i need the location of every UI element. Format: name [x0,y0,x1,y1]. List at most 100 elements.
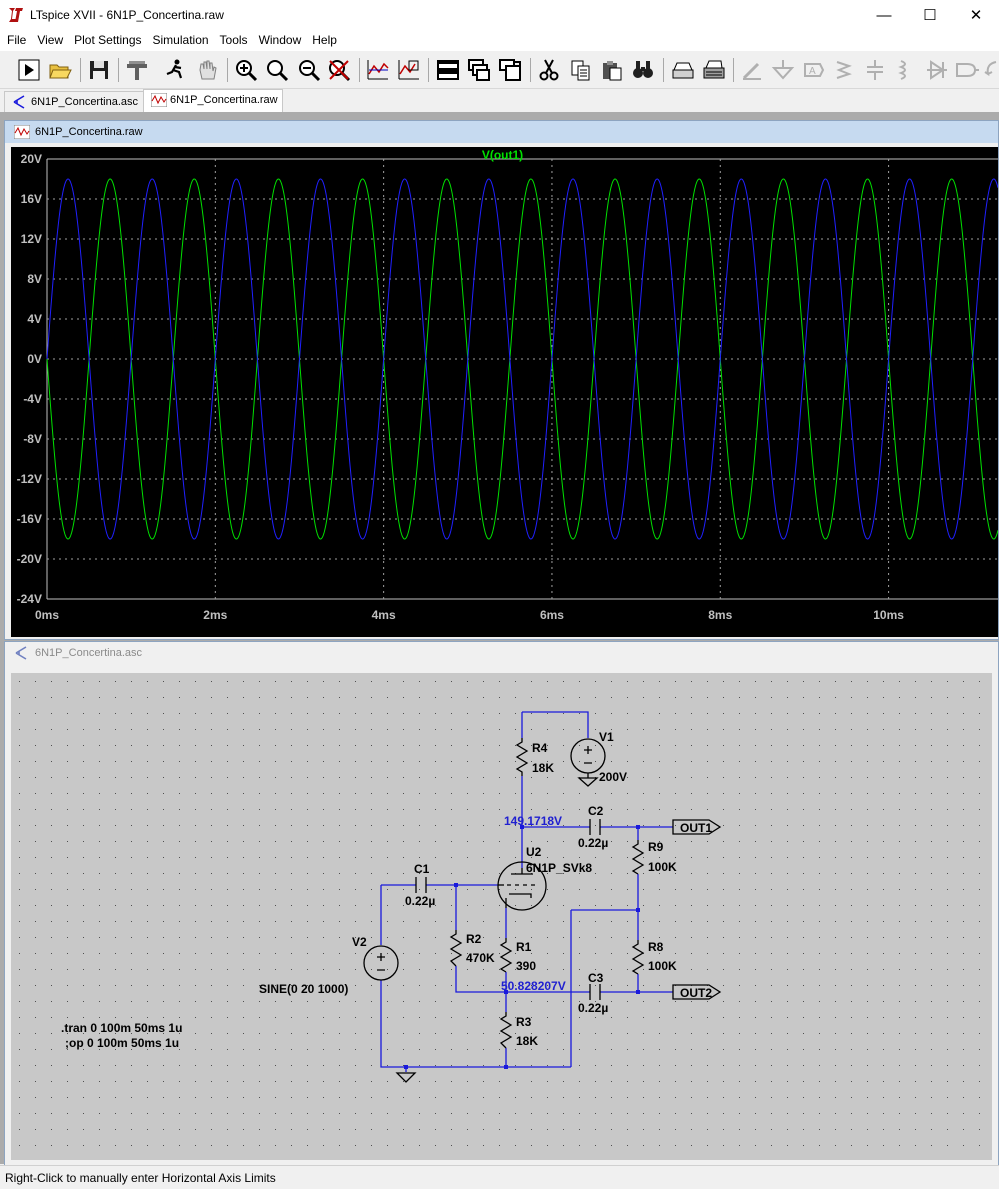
x-tick-label[interactable]: 10ms [873,608,904,622]
v1-value[interactable]: 200V [599,770,627,784]
minimize-button[interactable]: — [876,7,892,24]
label-icon[interactable]: A [802,58,826,82]
y-tick-label[interactable]: -24V [17,592,42,606]
y-tick-label[interactable]: 8V [27,272,42,286]
ground-symbol[interactable] [395,1072,417,1083]
resistor-r8[interactable] [631,940,645,975]
open-icon[interactable] [48,58,72,82]
r4-name[interactable]: R4 [532,741,548,755]
capacitor-c1[interactable] [415,877,427,893]
tile-horizontal-icon[interactable] [436,58,460,82]
c2-name[interactable]: C2 [588,804,604,818]
c3-value[interactable]: 0.22µ [578,1001,608,1015]
r1-value[interactable]: 390 [516,959,536,973]
voltage-source-v1[interactable] [570,738,606,787]
zoom-out-icon[interactable] [297,58,321,82]
zoom-fit-icon[interactable] [327,58,351,82]
trace-title[interactable]: V(out1) [482,148,523,162]
triode-u2[interactable] [497,861,547,911]
r3-value[interactable]: 18K [516,1034,538,1048]
menu-window[interactable]: Window [258,33,302,47]
resistor-r9[interactable] [631,840,645,875]
r8-name[interactable]: R8 [648,940,664,954]
component-icon[interactable] [955,58,979,82]
y-tick-label[interactable]: -4V [23,392,42,406]
menu-view[interactable]: View [37,33,64,47]
capacitor-c3[interactable] [589,984,601,1000]
diode-icon[interactable] [925,58,949,82]
c1-name[interactable]: C1 [414,862,430,876]
cascade-icon[interactable] [467,58,491,82]
v2-name[interactable]: V2 [352,935,367,949]
x-tick-label[interactable]: 0ms [35,608,59,622]
rotate-icon[interactable] [984,58,999,82]
waveform-window-titlebar[interactable]: 6N1P_Concertina.raw [5,121,998,143]
x-tick-label[interactable]: 4ms [372,608,396,622]
label-out2[interactable]: OUT2 [680,986,712,1000]
wire-icon[interactable] [740,58,764,82]
x-tick-label[interactable]: 6ms [540,608,564,622]
capacitor-icon[interactable] [863,58,887,82]
control-panel-icon[interactable] [125,58,149,82]
print-preview-icon[interactable] [671,58,695,82]
r3-name[interactable]: R3 [516,1015,532,1029]
resistor-icon[interactable] [833,58,857,82]
tile-vertical-icon[interactable] [498,58,522,82]
label-out2-flag[interactable] [672,984,722,1000]
y-tick-label[interactable]: 4V [27,312,42,326]
y-tick-label[interactable]: 12V [21,232,42,246]
x-tick-label[interactable]: 8ms [708,608,732,622]
op-directive[interactable]: ;op 0 100m 50ms 1u [65,1036,179,1050]
y-tick-label[interactable]: 16V [21,192,42,206]
c2-value[interactable]: 0.22µ [578,836,608,850]
halt-icon[interactable] [163,58,187,82]
u2-name[interactable]: U2 [526,845,542,859]
cut-icon[interactable] [537,58,561,82]
r4-value[interactable]: 18K [532,761,554,775]
v2-value[interactable]: SINE(0 20 1000) [259,982,348,996]
menu-simulation[interactable]: Simulation [152,33,209,47]
schematic-canvas[interactable]: R4 18K V1 200V C2 0.22µ 149.1718V R9 100… [11,673,992,1160]
plot-traces[interactable] [46,178,998,540]
menu-file[interactable]: File [7,33,27,47]
tran-directive[interactable]: .tran 0 100m 50ms 1u [61,1021,182,1035]
manual-limits-icon[interactable] [397,58,421,82]
x-tick-label[interactable]: 2ms [203,608,227,622]
menu-tools[interactable]: Tools [219,33,248,47]
y-tick-label[interactable]: 0V [27,352,42,366]
label-out1[interactable]: OUT1 [680,821,712,835]
capacitor-c2[interactable] [589,819,601,835]
plate-voltage[interactable]: 149.1718V [504,814,562,828]
menu-help[interactable]: Help [312,33,337,47]
save-icon[interactable] [87,58,111,82]
resistor-r1[interactable] [499,938,513,973]
c1-value[interactable]: 0.22µ [405,894,435,908]
inductor-icon[interactable] [893,58,917,82]
schematic-window-titlebar[interactable]: 6N1P_Concertina.asc [5,642,998,664]
close-button[interactable]: ✕ [969,7,983,24]
y-tick-label[interactable]: -16V [17,512,42,526]
y-tick-label[interactable]: -20V [17,552,42,566]
copy-icon[interactable] [569,58,593,82]
r1-name[interactable]: R1 [516,940,532,954]
run-icon[interactable] [17,58,41,82]
label-out1-flag[interactable] [672,819,722,835]
tab-waveform[interactable]: 6N1P_Concertina.raw [143,89,283,112]
u2-value[interactable]: 6N1P_SVk8 [526,861,592,875]
ground-icon[interactable] [771,58,795,82]
x-axis-ticks[interactable]: 0ms 2ms 4ms 6ms 8ms 10ms [35,608,904,622]
pan-icon[interactable] [195,58,219,82]
y-tick-label[interactable]: -12V [17,472,42,486]
wires[interactable] [380,711,673,1072]
menu-plot-settings[interactable]: Plot Settings [74,33,142,47]
voltage-source-v2[interactable] [363,945,399,981]
trace-1[interactable] [46,178,998,540]
c3-name[interactable]: C3 [588,971,604,985]
maximize-button[interactable]: ☐ [923,7,937,24]
resistor-r4[interactable] [515,738,529,776]
find-icon[interactable] [631,58,655,82]
paste-icon[interactable] [600,58,624,82]
resistor-r3[interactable] [499,1012,513,1049]
